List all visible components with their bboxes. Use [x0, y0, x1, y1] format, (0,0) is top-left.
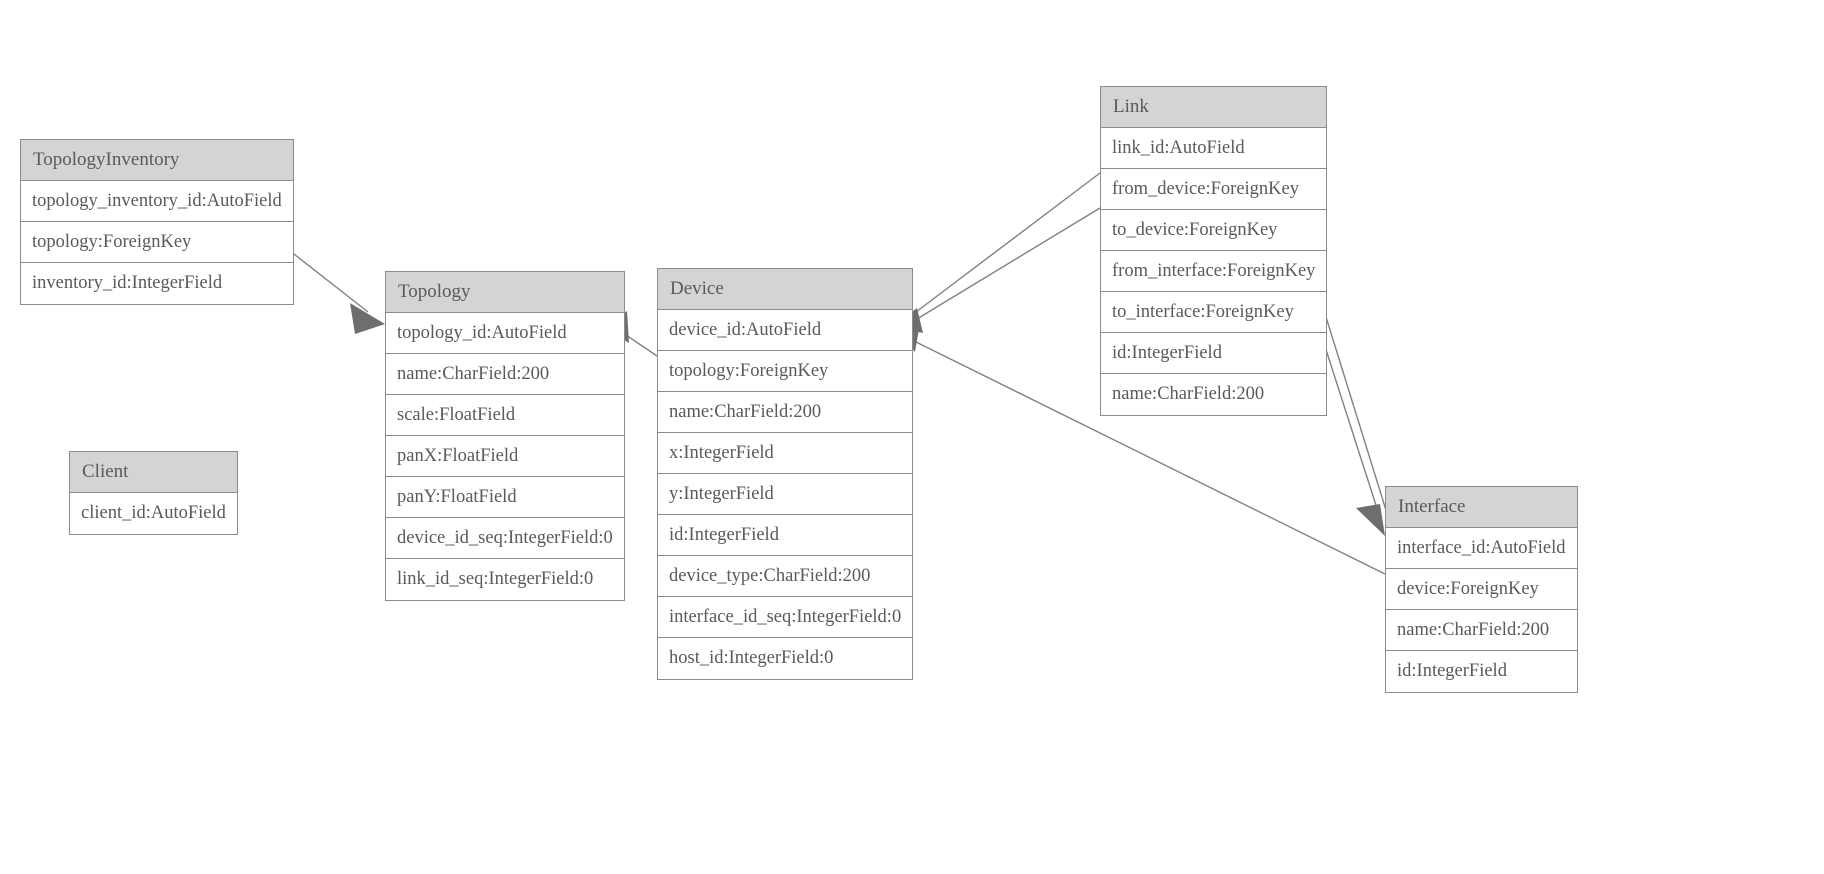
entity-interface[interactable]: Interface interface_id:AutoField device:…	[1385, 486, 1578, 693]
field-row[interactable]: interface_id_seq:IntegerField:0	[658, 597, 912, 638]
entity-title-topologyinventory: TopologyInventory	[21, 140, 293, 181]
field-row[interactable]: id:IntegerField	[1386, 651, 1577, 692]
field-row[interactable]: y:IntegerField	[658, 474, 912, 515]
field-row[interactable]: device_type:CharField:200	[658, 556, 912, 597]
field-row[interactable]: link_id:AutoField	[1101, 128, 1326, 169]
field-row[interactable]: interface_id:AutoField	[1386, 528, 1577, 569]
field-row[interactable]: topology:ForeignKey	[21, 222, 293, 263]
entity-client[interactable]: Client client_id:AutoField	[69, 451, 238, 535]
field-row[interactable]: device:ForeignKey	[1386, 569, 1577, 610]
field-row[interactable]: from_device:ForeignKey	[1101, 169, 1326, 210]
entity-device[interactable]: Device device_id:AutoField topology:Fore…	[657, 268, 913, 680]
field-row[interactable]: name:CharField:200	[658, 392, 912, 433]
edge-link-todevice	[911, 207, 1101, 323]
field-row[interactable]: from_interface:ForeignKey	[1101, 251, 1326, 292]
field-row[interactable]: panX:FloatField	[386, 436, 624, 477]
field-row[interactable]: inventory_id:IntegerField	[21, 263, 293, 304]
entity-title-client: Client	[70, 452, 237, 493]
entity-topologyinventory[interactable]: TopologyInventory topology_inventory_id:…	[20, 139, 294, 305]
entity-title-link: Link	[1101, 87, 1326, 128]
edge-device-topology	[622, 332, 658, 357]
field-row[interactable]: device_id_seq:IntegerField:0	[386, 518, 624, 559]
field-row[interactable]: name:CharField:200	[1101, 374, 1326, 415]
field-row[interactable]: topology_inventory_id:AutoField	[21, 181, 293, 222]
field-row[interactable]: x:IntegerField	[658, 433, 912, 474]
entity-title-interface: Interface	[1386, 487, 1577, 528]
field-row[interactable]: id:IntegerField	[658, 515, 912, 556]
edge-link-fromdevice	[911, 172, 1101, 316]
field-row[interactable]: host_id:IntegerField:0	[658, 638, 912, 679]
field-row[interactable]: panY:FloatField	[386, 477, 624, 518]
arrowhead-topology-from-topologyinventory	[350, 303, 385, 334]
field-row[interactable]: client_id:AutoField	[70, 493, 237, 534]
field-row[interactable]: name:CharField:200	[1386, 610, 1577, 651]
field-row[interactable]: scale:FloatField	[386, 395, 624, 436]
field-row[interactable]: topology_id:AutoField	[386, 313, 624, 354]
field-row[interactable]: to_interface:ForeignKey	[1101, 292, 1326, 333]
field-row[interactable]: to_device:ForeignKey	[1101, 210, 1326, 251]
field-row[interactable]: device_id:AutoField	[658, 310, 912, 351]
field-row[interactable]: topology:ForeignKey	[658, 351, 912, 392]
entity-link[interactable]: Link link_id:AutoField from_device:Forei…	[1100, 86, 1327, 416]
field-row[interactable]: name:CharField:200	[386, 354, 624, 395]
entity-topology[interactable]: Topology topology_id:AutoField name:Char…	[385, 271, 625, 601]
entity-title-topology: Topology	[386, 272, 624, 313]
field-row[interactable]: link_id_seq:IntegerField:0	[386, 559, 624, 600]
arrowhead-interface-from-link	[1356, 504, 1385, 536]
entity-title-device: Device	[658, 269, 912, 310]
field-row[interactable]: id:IntegerField	[1101, 333, 1326, 374]
